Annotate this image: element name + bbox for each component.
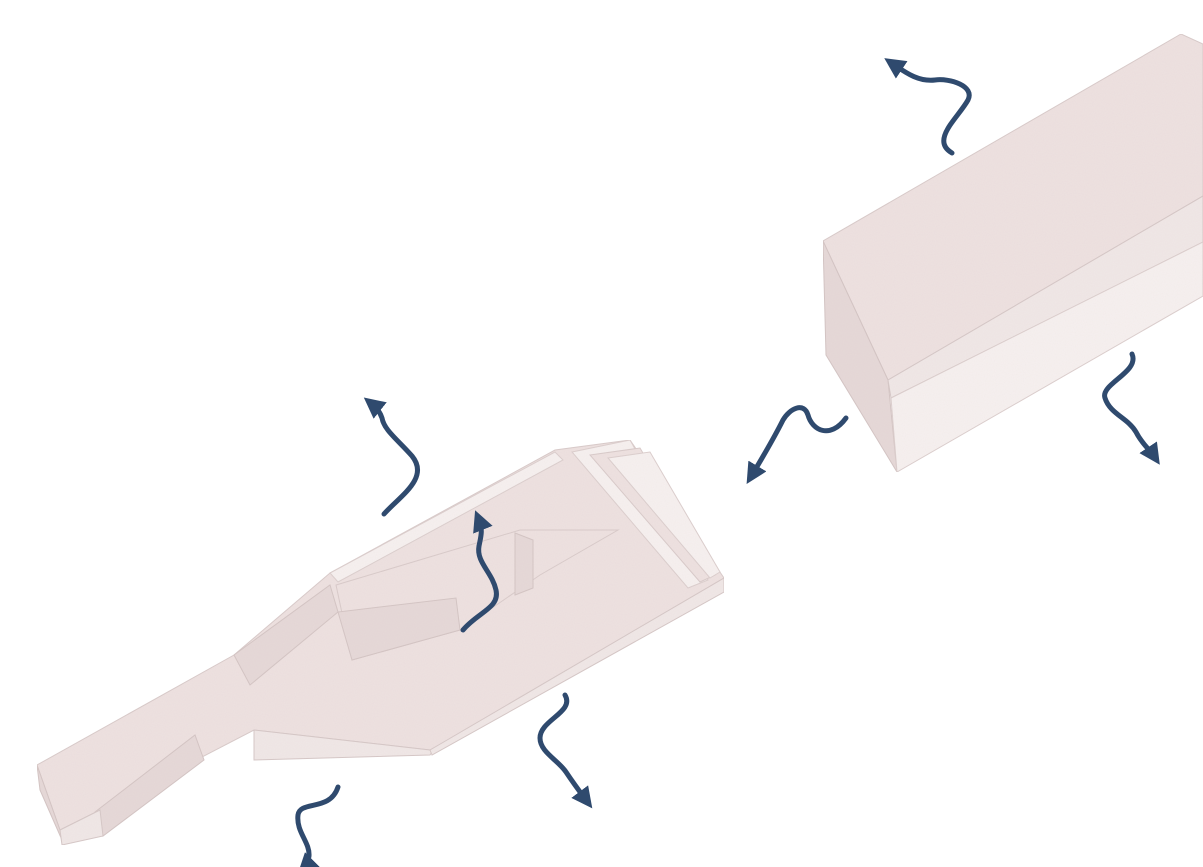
plinth-slot	[515, 533, 533, 595]
wavy-arrow-icon	[540, 695, 586, 800]
wavy-arrow-icon	[752, 408, 846, 475]
wavy-arrow-icon	[893, 64, 969, 153]
wavy-arrow-icon	[372, 404, 418, 514]
detached-block	[823, 34, 1203, 472]
stepped-plinth	[37, 440, 724, 845]
wavy-arrow-icon	[1105, 354, 1154, 456]
wavy-arrow-icon	[298, 787, 338, 867]
